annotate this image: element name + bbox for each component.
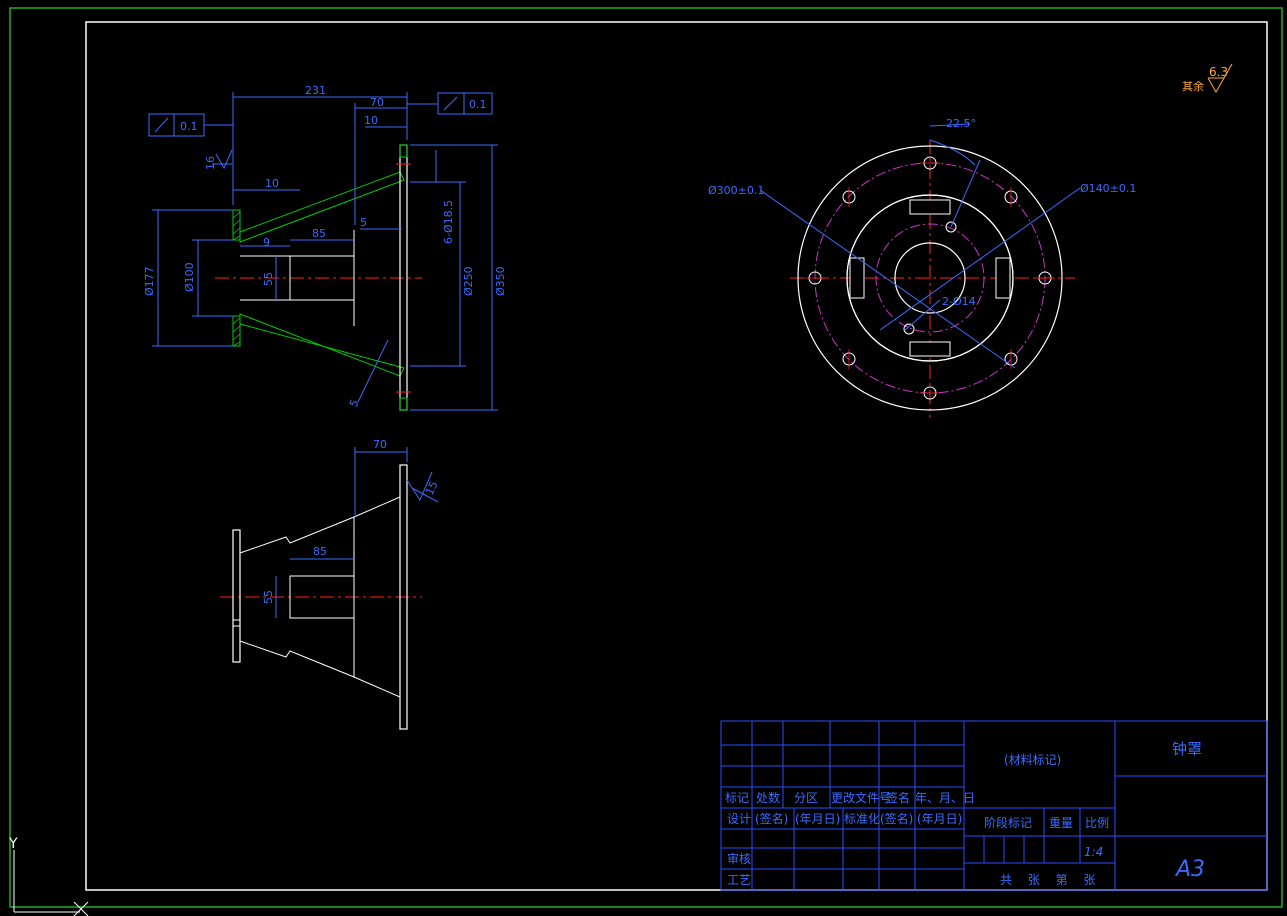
roughness-15: 15 [423,479,441,497]
tb-part-name: 钟罩 [1172,740,1202,758]
tb-mark: 标记 [725,791,749,805]
dim-5-mid: 5 [360,216,367,229]
bottom-dim-85: 85 [313,545,327,558]
dim-70-top: 70 [370,96,384,109]
drawing-border [85,21,1268,891]
outer-frame [9,7,1283,908]
tb-design: 设计 [727,812,751,826]
dia-177: Ø177 [143,266,156,296]
dia-100: Ø100 [183,262,196,292]
plan-angle: 22.5° [946,117,976,130]
dim-85-front: 85 [312,227,326,240]
ucs-icon [13,850,89,916]
front-hub [289,255,355,301]
tb-process: 工艺 [727,873,751,887]
dim-55-front: 55 [262,272,275,286]
tb-count: 处数 [756,790,780,805]
cone-wall-lower [239,313,405,377]
title-block [720,720,1268,891]
bottom-dim-55: 55 [262,590,275,604]
tb-stage-mark: 阶段标记 [984,815,1032,830]
bottom-view: 70 85 55 15 [220,438,441,730]
dia-350: Ø350 [494,266,507,296]
plan-dia-300: Ø300±0.1 [708,184,764,197]
tb-date: 年、月、日 [915,791,975,805]
tb-standard: 标准化 [844,812,880,826]
plan-dia-140: Ø140±0.1 [1080,182,1136,195]
dim-9: 9 [263,236,270,249]
tb-sheets: 共 张 第 张 [1000,873,1101,887]
plan-view: 22.5° Ø300±0.1 Ø140±0.1 2-Ø14 [708,117,1136,418]
tb-signature: 签名 [886,790,910,805]
dim-10-top: 10 [364,114,378,127]
plan-dia-14: 2-Ø14 [942,295,976,308]
dim-5-bottom: 5 [347,397,362,409]
tb-scale-label: 比例 [1085,816,1109,830]
left-flange-lower [232,315,241,347]
dim-231: 231 [305,84,326,97]
runout-frame-right: 0.1 [407,92,493,115]
runout-left-value: 0.1 [180,120,198,133]
cone-wall-upper [239,171,405,243]
roughness-16-symbol [215,149,233,170]
dia-250: Ø250 [462,266,475,296]
surface-finish-value: 6.3 [1209,65,1228,79]
title-block-text: 标记 处数 分区 更改文件号 签名 年、月、日 设计 (签名) (年月日) 标准… [725,740,1205,887]
tb-review: 审核 [727,851,751,866]
tb-design-date: (年月日) [795,812,840,826]
tb-zone: 分区 [794,791,818,805]
tb-standard-date: (年月日) [917,812,962,826]
tb-change-doc: 更改文件号 [831,790,891,805]
tb-scale-value: 1:4 [1084,845,1103,859]
tb-design-sign: (签名) [755,811,788,826]
front-section-view: 231 70 10 10 9 85 5 5 55 Ø177 Ø100 Ø250 … [143,84,507,411]
tb-weight: 重量 [1049,816,1073,830]
holes-6x18-5: 6-Ø18.5 [442,200,455,244]
bottom-dim-70: 70 [373,438,387,451]
roughness-16: 16 [204,156,217,170]
tb-material-mark: (材料标记) [1004,753,1061,767]
runout-right-value: 0.1 [469,98,487,111]
dim-10-left: 10 [265,177,279,190]
surface-finish-symbol: 其余 6.3 [1182,63,1233,94]
tb-sheet-size: A3 [1174,857,1205,882]
ucs-y-label: Y [8,836,18,852]
tb-standard-sign: (签名) [880,811,913,826]
runout-frame-left: 0.1 [148,113,233,137]
surface-finish-label: 其余 [1182,79,1204,93]
